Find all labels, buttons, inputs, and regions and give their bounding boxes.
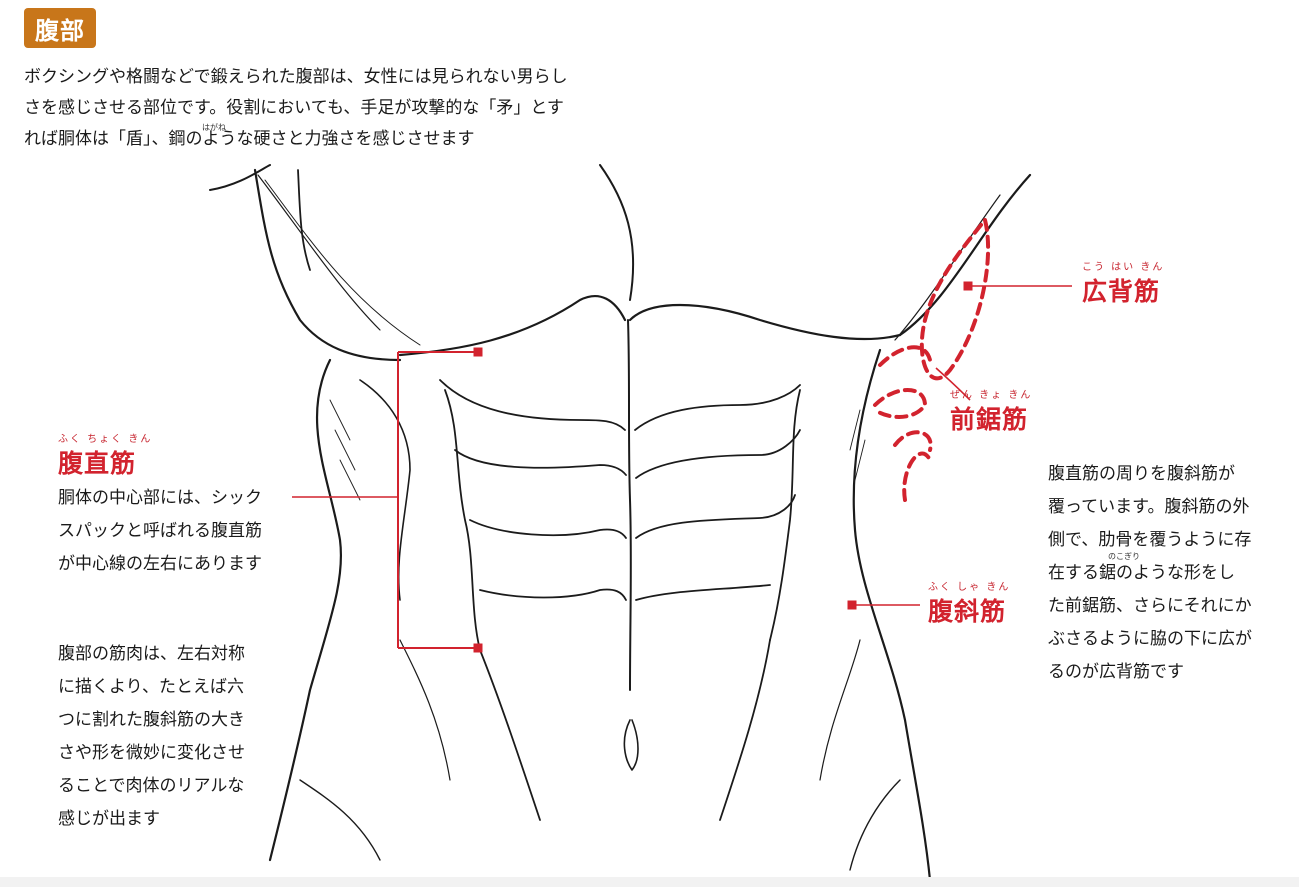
- tip-line-6: 感じが出ます: [58, 809, 160, 829]
- label-fukuchokukin: ふく ちょく きん 腹直筋: [58, 430, 152, 480]
- right-line-5: た前鋸筋、さらにそれにか: [1048, 596, 1252, 616]
- ab-row3-left: [469, 519, 627, 539]
- right-line-1: 腹直筋の周りを腹斜筋が: [1048, 464, 1235, 484]
- label-zenkyokin: ぜん きょ きん 前鋸筋: [950, 386, 1032, 436]
- left-trap: [257, 174, 381, 331]
- section-title-badge: 腹部: [24, 8, 96, 48]
- left-trap-2: [264, 179, 421, 346]
- right-torso-outline: [852, 348, 932, 882]
- name-fukushakin: 腹斜筋: [928, 597, 1007, 626]
- intro-line-2: さを感じさせる部位です。役割においても、手足が攻撃的な「矛」とす: [24, 98, 564, 118]
- footer-strip: [0, 877, 1299, 887]
- lower-abdomen-right: [719, 639, 771, 821]
- hip-right: [849, 779, 901, 871]
- dashed-zenkyokin-4: [902, 451, 932, 502]
- ruby-zenkyokin: ぜん きょ きん: [950, 390, 1033, 401]
- tip-line-2: に描くより、たとえば六: [58, 677, 244, 697]
- hatching-left-1: [329, 399, 361, 501]
- pec-left-lower: [398, 294, 627, 357]
- note-fukuchokukin-line-1: 胴体の中心部には、シック: [58, 488, 262, 508]
- right-ruby-nokogiri: のこぎり: [1108, 552, 1140, 561]
- bracket-fukuchokukin: [397, 351, 478, 649]
- ab-row3-right: [635, 494, 796, 539]
- leader-zenkyokin: [935, 367, 971, 401]
- left-serratus-outline: [359, 379, 411, 601]
- ab-upper-right: [634, 384, 801, 431]
- hip-left: [299, 779, 381, 861]
- midline: [627, 319, 632, 691]
- tip-line-5: ることで肉体のリアルな: [58, 776, 245, 796]
- ab-row4-left: [479, 588, 627, 601]
- note-drawing-tip: 腹部の筋肉は、左右対称 に描くより、たとえば六 つに割れた腹斜筋の大き さや形を…: [58, 638, 288, 836]
- oblique-left: [399, 639, 451, 781]
- label-fukushakin: ふく しゃ きん 腹斜筋: [928, 578, 1010, 628]
- dashed-kouhaikin: [919, 215, 991, 381]
- right-line-6: ぶさるように脇の下に広が: [1048, 629, 1252, 649]
- right-line-4: 在する鋸のような形をし: [1048, 563, 1235, 583]
- bracket-top-marker: [473, 347, 483, 357]
- name-fukuchokukin: 腹直筋: [58, 449, 137, 478]
- neck-line-left: [297, 169, 311, 271]
- name-zenkyokin: 前鋸筋: [950, 405, 1029, 434]
- note-fukuchokukin: 胴体の中心部には、シック スパックと呼ばれる腹直筋 が中心線の左右にあります: [58, 482, 298, 581]
- note-fukuchokukin-line-2: スパックと呼ばれる腹直筋: [58, 521, 262, 541]
- neck-line-right: [599, 164, 635, 301]
- label-kouhaikin: こう はい きん 広背筋: [1082, 258, 1164, 308]
- intro-line-3: れば胴体は「盾」、鋼のような硬さと力強さを感じさせます: [24, 129, 475, 149]
- right-line-2: 覆っています。腹斜筋の外: [1048, 497, 1250, 517]
- ab-row2-left: [454, 449, 627, 476]
- ab-left-edge: [444, 389, 481, 651]
- intro-paragraph: ボクシングや格闘などで鍛えられた腹部は、女性には見られない男らし さを感じさせる…: [24, 62, 644, 155]
- ab-row4-right: [635, 584, 771, 601]
- ruby-kouhaikin: こう はい きん: [1082, 262, 1165, 273]
- bracket-bottom-marker: [473, 643, 483, 653]
- name-kouhaikin: 広背筋: [1082, 277, 1161, 306]
- note-fukuchokukin-line-3: が中心線の左右にあります: [58, 554, 262, 574]
- dashed-zenkyokin-3: [893, 430, 933, 452]
- intro-ruby-hagane: はがね: [202, 123, 226, 132]
- ruby-fukuchokukin: ふく ちょく きん: [58, 434, 153, 445]
- hatching-right-1: [849, 409, 866, 481]
- tip-line-4: さや形を微妙に変化させ: [58, 743, 245, 763]
- ab-right-edge: [769, 389, 801, 641]
- right-line-3: 側で、肋骨を覆うように存: [1048, 530, 1252, 550]
- oblique-right: [819, 639, 861, 781]
- dashed-zenkyokin-2: [873, 388, 928, 419]
- ab-upper-left: [439, 379, 626, 431]
- tip-line-1: 腹部の筋肉は、左右対称: [58, 644, 245, 664]
- neck-left: [209, 164, 271, 191]
- right-line-7: るのが広背筋です: [1048, 662, 1184, 682]
- note-right-description: 腹直筋の周りを腹斜筋が 覆っています。腹斜筋の外 側で、肋骨を覆うように存 在す…: [1048, 458, 1288, 689]
- navel: [623, 719, 639, 771]
- tip-line-3: つに割れた腹斜筋の大き: [58, 710, 245, 730]
- dashed-zenkyokin-1: [878, 345, 932, 367]
- pec-right-lower: [628, 303, 902, 341]
- ab-row2-right: [635, 429, 801, 479]
- left-shoulder-outline: [253, 168, 402, 362]
- ruby-fukushakin: ふく しゃ きん: [928, 582, 1011, 593]
- left-torso-outline: [268, 358, 343, 862]
- intro-line-1: ボクシングや格闘などで鍛えられた腹部は、女性には見られない男らし: [24, 67, 568, 87]
- right-shoulder-outline: [898, 173, 1032, 337]
- lower-abdomen-left: [479, 649, 541, 821]
